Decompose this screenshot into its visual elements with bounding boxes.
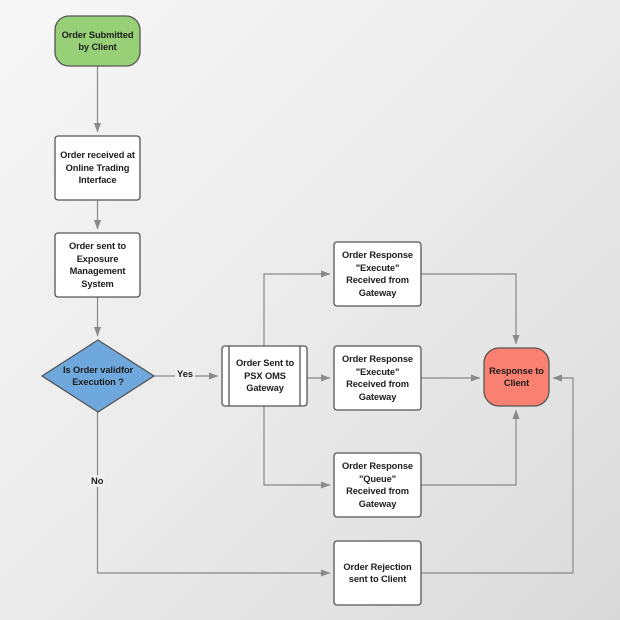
- node-order-submitted[interactable]: [54, 15, 141, 67]
- node-response-execute-top[interactable]: [333, 241, 422, 307]
- edge-psx-to-queue: [263, 406, 331, 489]
- node-order-received[interactable]: [54, 135, 141, 201]
- edge-psx-to-execute-top: [263, 270, 331, 346]
- edge-decision-no-to-rejection: [96, 412, 331, 577]
- node-order-rejection[interactable]: [333, 540, 422, 606]
- edge-execute-top-to-response: [421, 273, 520, 345]
- node-is-order-valid[interactable]: [40, 339, 156, 413]
- nodes-layer: [40, 15, 550, 606]
- edges-layer: [93, 66, 574, 577]
- node-order-sent-ems[interactable]: [54, 232, 141, 298]
- node-response-execute-mid[interactable]: [333, 345, 422, 411]
- node-response-queue[interactable]: [333, 452, 422, 518]
- node-response-to-client[interactable]: [483, 347, 550, 407]
- edge-label-no: No: [89, 475, 106, 487]
- edge-label-yes: Yes: [175, 368, 196, 380]
- edge-rejection-to-response: [421, 374, 574, 574]
- edge-queue-to-response: [421, 409, 520, 486]
- node-order-sent-psx[interactable]: [221, 345, 308, 407]
